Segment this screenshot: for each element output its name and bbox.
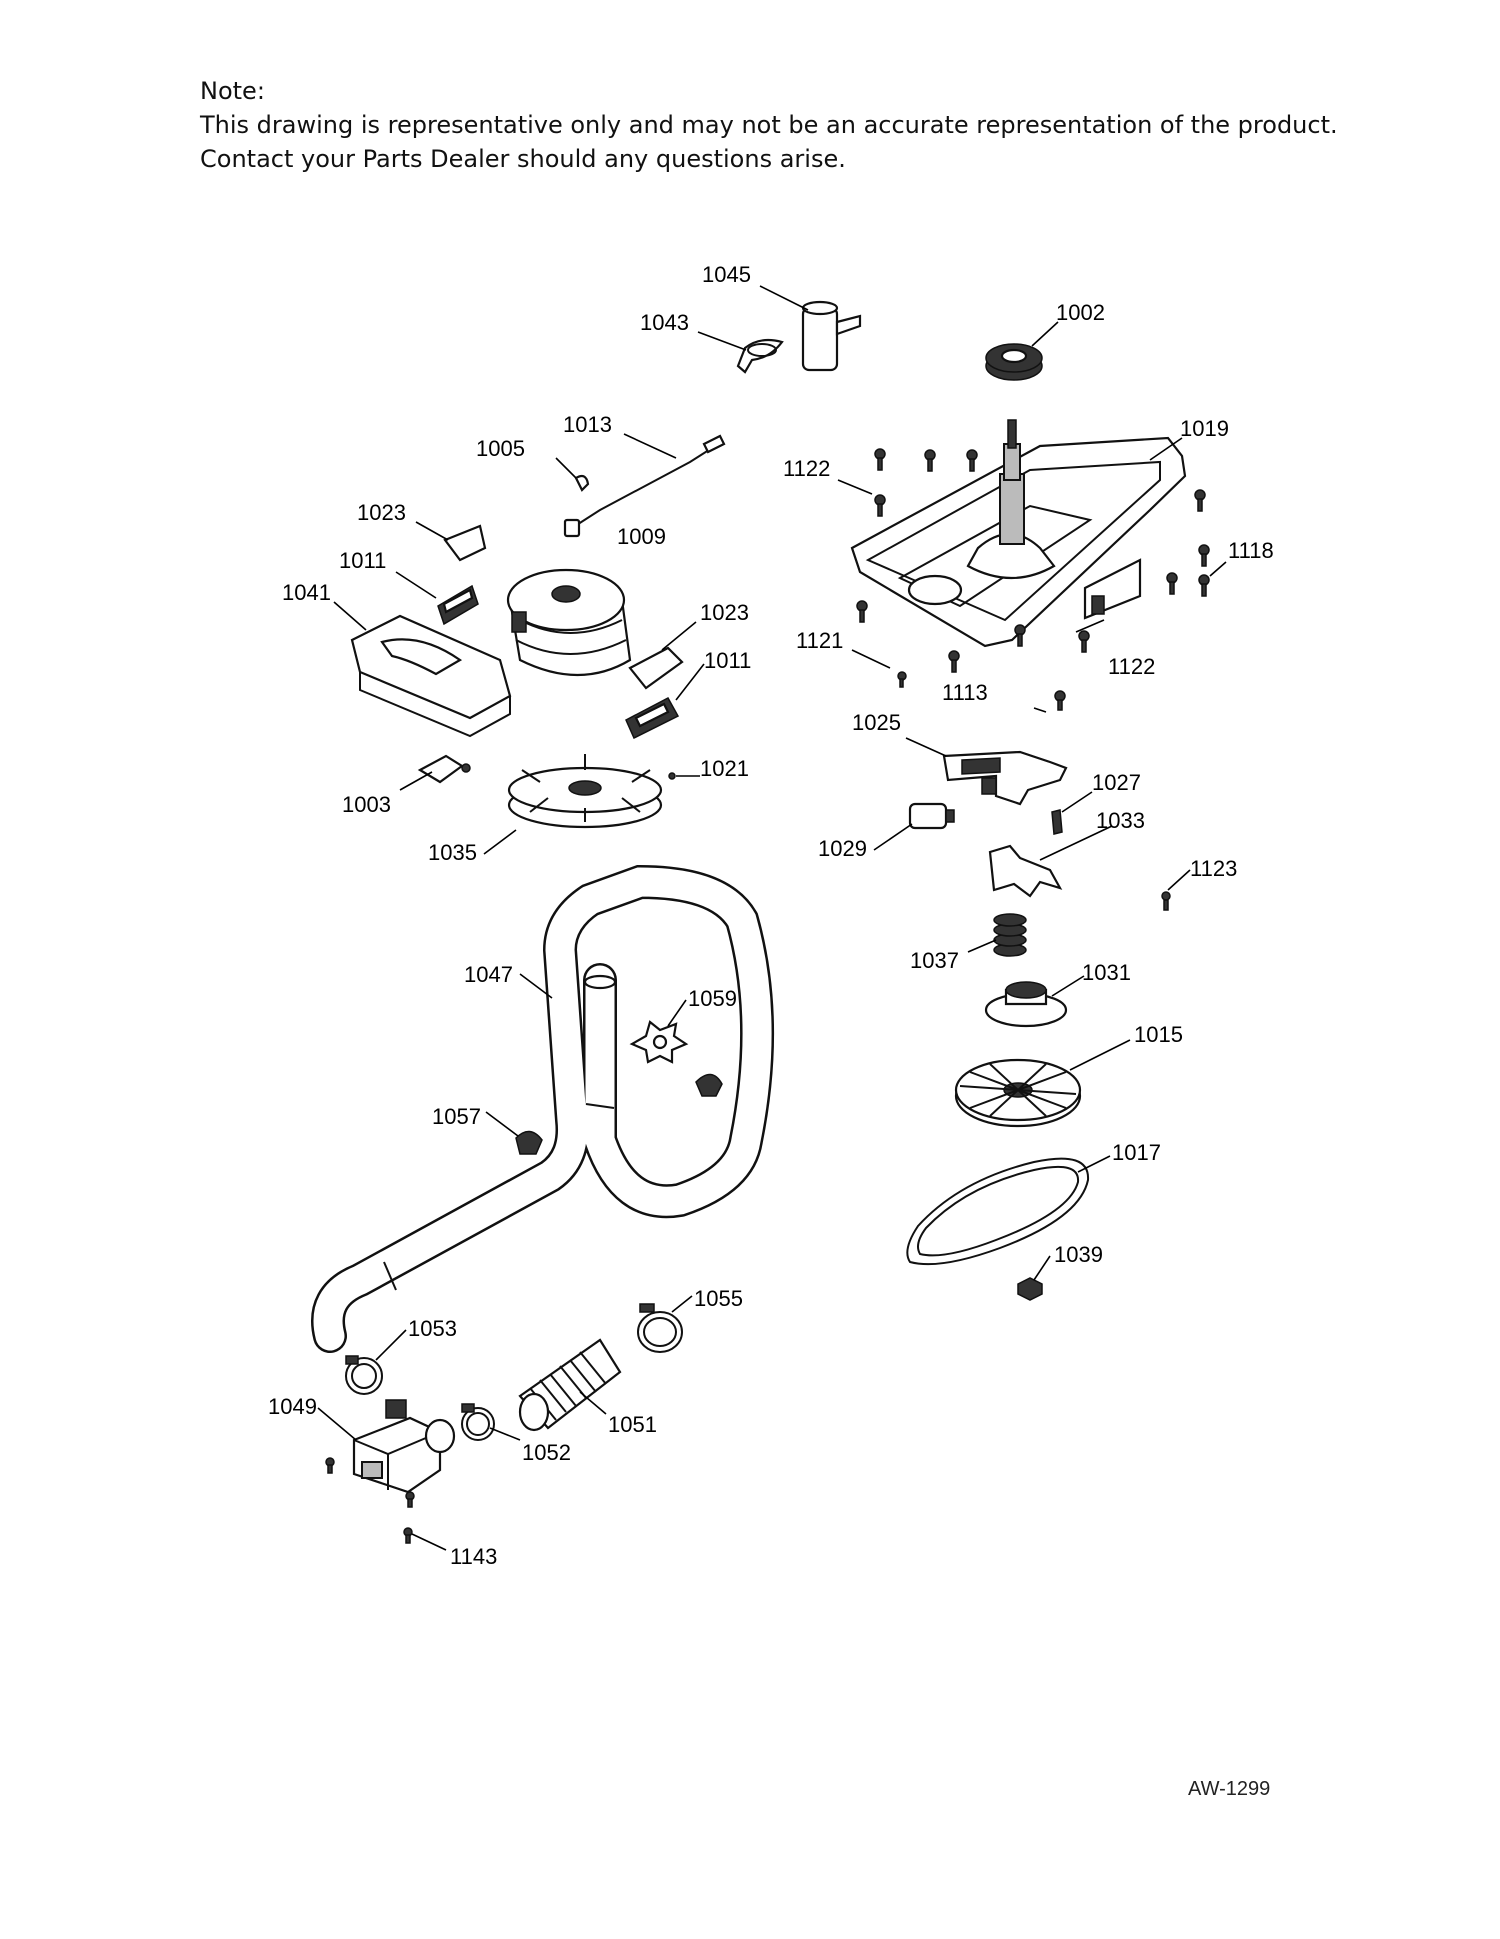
label-1143: 1143 (450, 1544, 497, 1569)
label-1011-lower: 1011 (704, 648, 751, 673)
label-1053: 1053 (408, 1316, 457, 1341)
part-1005-clip (574, 474, 590, 492)
label-1002: 1002 (1056, 300, 1105, 325)
part-1011-bracket-lower (625, 696, 680, 740)
part-1049-screw (325, 1457, 335, 1474)
label-1003: 1003 (342, 792, 391, 817)
part-1047-drain-hose (311, 864, 775, 1353)
note-line-2: Contact your Parts Dealer should any que… (200, 145, 846, 173)
part-1057-hose-clip (515, 1130, 543, 1155)
part-1021-screw (668, 772, 676, 780)
label-1027: 1027 (1092, 770, 1141, 795)
note-heading: Note: (200, 77, 265, 105)
label-1037: 1037 (910, 948, 959, 973)
label-1023-lower: 1023 (700, 600, 749, 625)
label-1023-upper: 1023 (357, 500, 406, 525)
part-1035-fan (507, 754, 663, 829)
part-1019-mounting-plate (850, 419, 1187, 648)
label-1051: 1051 (608, 1412, 657, 1437)
hose-clip-right (695, 1073, 723, 1097)
part-1027-spring (1051, 809, 1063, 835)
label-1025: 1025 (852, 710, 901, 735)
label-1013: 1013 (563, 412, 612, 437)
label-1009: 1009 (617, 524, 666, 549)
label-1122-lower: 1122 (1108, 654, 1155, 679)
label-1031: 1031 (1082, 960, 1131, 985)
label-1122-upper: 1122 (783, 456, 830, 481)
part-1031-coupling (984, 981, 1068, 1028)
label-1118: 1118 (1228, 538, 1274, 563)
label-1045: 1045 (702, 262, 751, 287)
label-1047: 1047 (464, 962, 513, 987)
part-1023-cover-upper (443, 524, 487, 562)
part-1029-drain-motor (908, 802, 955, 830)
label-1005: 1005 (476, 436, 525, 461)
label-1033: 1033 (1096, 808, 1145, 833)
label-1041: 1041 (282, 580, 331, 605)
label-1029: 1029 (818, 836, 867, 861)
part-1049-drain-pump (352, 1399, 456, 1494)
part-labels: 1045 1043 1002 1013 1005 1019 1122 1122 … (268, 262, 1274, 1569)
label-1113: 1113 (942, 680, 988, 705)
part-1037-spring (993, 913, 1027, 957)
label-1059: 1059 (688, 986, 737, 1011)
part-1041-motor-cover (350, 614, 512, 738)
part-1052-clamp (461, 1403, 495, 1441)
part-1033-lever (988, 844, 1063, 898)
part-1011-bracket-upper (437, 584, 479, 626)
label-1017: 1017 (1112, 1140, 1161, 1165)
part-1043-strap (736, 338, 784, 374)
label-1121: 1121 (796, 628, 843, 653)
label-1039: 1039 (1054, 1242, 1103, 1267)
label-1049: 1049 (268, 1394, 317, 1419)
part-1053-clamp (345, 1355, 383, 1395)
label-1057: 1057 (432, 1104, 481, 1129)
part-1013-wire-harness (563, 434, 726, 538)
label-1123: 1123 (1190, 856, 1237, 881)
part-1015-pulley (954, 1058, 1082, 1128)
label-1019: 1019 (1180, 416, 1229, 441)
part-1039-nut (1017, 1277, 1043, 1301)
part-1003-bracket (417, 754, 471, 784)
label-1035: 1035 (428, 840, 477, 865)
part-1051-bellows-hose (518, 1338, 622, 1432)
part-1143-screw (403, 1491, 415, 1544)
note-line-1: This drawing is representative only and … (200, 111, 1338, 139)
part-1017-belt (906, 1157, 1090, 1266)
part-1059-star-clip (629, 1020, 689, 1064)
label-1052: 1052 (522, 1440, 571, 1465)
leader-lines (317, 285, 1227, 1551)
label-1043: 1043 (640, 310, 689, 335)
disclaimer-note: Note: This drawing is representative onl… (200, 74, 1380, 176)
label-1055: 1055 (694, 1286, 743, 1311)
part-1002-seal (985, 343, 1043, 381)
part-1055-clamp (637, 1303, 683, 1353)
plate-screws (856, 448, 1210, 911)
label-1021: 1021 (700, 756, 749, 781)
label-1015: 1015 (1134, 1022, 1183, 1047)
part-1023-cover-lower (628, 646, 684, 690)
part-1045-capacitor (801, 300, 862, 372)
document-id: AW-1299 (1188, 1778, 1271, 1800)
part-1009-motor (506, 568, 632, 676)
part-1025-actuator (942, 750, 1068, 806)
label-1011-upper: 1011 (339, 548, 386, 573)
